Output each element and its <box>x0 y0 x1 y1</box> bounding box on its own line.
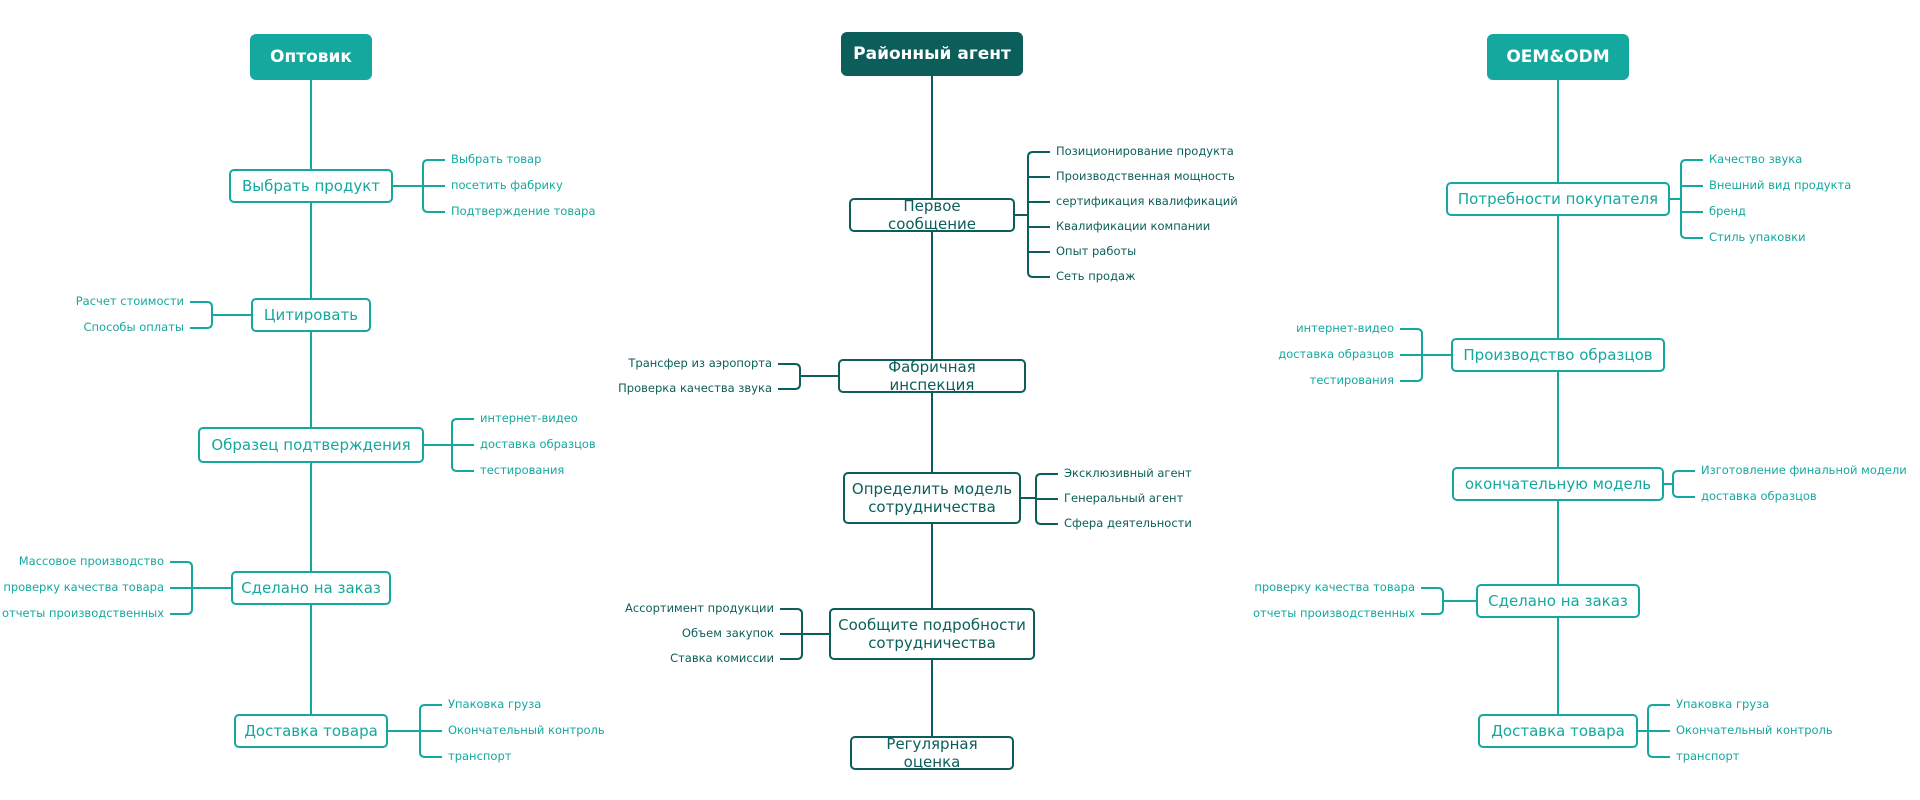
regional-agent-detail-item: Производственная мощность <box>1056 169 1235 183</box>
regional-agent-detail-item: Трансфер из аэропорта <box>628 356 772 370</box>
regional-agent-step-node: Регулярная оценка <box>850 735 1014 771</box>
oem-odm-detail-item: Изготовление финальной модели <box>1701 463 1907 477</box>
oem-odm-header: OEM&ODM <box>1487 34 1629 80</box>
regional-agent-detail-item: Ассортимент продукции <box>625 601 774 615</box>
oem-odm-step-node: Сделано на заказ <box>1476 584 1640 618</box>
regional-agent-bracket-tick <box>780 608 803 615</box>
oem-odm-detail-item: отчеты производственных <box>1252 606 1415 620</box>
oem-odm-detail-item: доставка образцов <box>1278 347 1394 361</box>
regional-agent-detail-item: Ставка комиссии <box>670 651 774 665</box>
oem-odm-bracket-tick <box>1680 232 1703 239</box>
regional-agent-bracket-tick <box>780 653 803 660</box>
wholesale-step-node: Доставка товара <box>234 714 388 748</box>
regional-agent-bracket-tick <box>778 363 801 370</box>
oem-odm-bracket-tick <box>1421 608 1444 615</box>
oem-odm-detail-item: Упаковка груза <box>1676 697 1770 711</box>
wholesale-bracket-tick <box>190 322 213 329</box>
regional-agent-step-node: Первое сообщение <box>849 197 1015 233</box>
oem-odm-detail-item: Стиль упаковки <box>1709 230 1806 244</box>
oem-odm-bracket-tick <box>1680 159 1703 166</box>
wholesale-detail-item: транспорт <box>448 749 512 763</box>
oem-odm-detail-item: проверку качества товара <box>1254 580 1415 594</box>
oem-odm-bracket-tick <box>1400 375 1423 382</box>
regional-agent-detail-item: Сеть продаж <box>1056 269 1136 283</box>
regional-agent-detail-item: Эксклюзивный агент <box>1064 466 1192 480</box>
wholesale-detail-item: тестирования <box>480 463 565 477</box>
wholesale-bracket-tick <box>422 159 445 166</box>
oem-odm-bracket-tick <box>1672 491 1695 498</box>
oem-odm-bracket-tick <box>1647 704 1670 711</box>
regional-agent-detail-item: Позиционирование продукта <box>1056 144 1234 158</box>
oem-odm-bracket-tick <box>1421 587 1444 594</box>
regional-agent-header: Районный агент <box>841 32 1023 76</box>
regional-agent-bracket-tick <box>1035 473 1058 480</box>
oem-odm-step-node: окончательную модель <box>1452 467 1664 501</box>
wholesale-detail-item: Массовое производство <box>18 554 164 568</box>
wholesale-bracket-tick <box>451 465 474 472</box>
oem-odm-detail-item: Качество звука <box>1709 152 1803 166</box>
regional-agent-bracket-tick <box>1035 518 1058 525</box>
regional-agent-detail-item: сертификация квалификаций <box>1056 194 1238 208</box>
oem-odm-detail-item: интернет-видео <box>1296 321 1394 335</box>
wholesale-bracket-tick <box>170 561 193 568</box>
wholesale-detail-item: посетить фабрику <box>451 178 563 192</box>
wholesale-detail-item: доставка образцов <box>480 437 596 451</box>
wholesale-step-node: Выбрать продукт <box>229 169 393 203</box>
regional-agent-detail-item: Квалификации компании <box>1056 219 1211 233</box>
regional-agent-bracket-tick <box>1027 151 1050 158</box>
regional-agent-detail-item: Опыт работы <box>1056 244 1137 258</box>
oem-odm-detail-item: тестирования <box>1309 373 1394 387</box>
regional-agent-detail-item: Генеральный агент <box>1064 491 1184 505</box>
regional-agent-step-node: Фабричная инспекция <box>838 358 1026 394</box>
regional-agent-bracket-tick <box>1027 271 1050 278</box>
wholesale-bracket-tick <box>170 608 193 615</box>
oem-odm-step-node: Производство образцов <box>1451 338 1665 372</box>
wholesale-step-node: Цитировать <box>251 298 371 332</box>
regional-agent-bracket-tick <box>778 383 801 390</box>
wholesale-detail-item: Выбрать товар <box>451 152 542 166</box>
regional-agent-step-node: Сообщите подробности сотрудничества <box>829 608 1035 660</box>
oem-odm-step-node: Потребности покупателя <box>1446 182 1670 216</box>
wholesale-step-node: Образец подтверждения <box>198 427 424 463</box>
wholesale-bracket-tick <box>451 418 474 425</box>
oem-odm-bracket-tick <box>1647 751 1670 758</box>
regional-agent-detail-item: Проверка качества звука <box>618 381 772 395</box>
regional-agent-detail-item: Объем закупок <box>681 626 774 640</box>
wholesale-detail-item: Упаковка груза <box>448 697 542 711</box>
wholesale-bracket-tick <box>422 206 445 213</box>
oem-odm-detail-item: Внешний вид продукта <box>1709 178 1852 192</box>
oem-odm-step-node: Доставка товара <box>1478 714 1638 748</box>
regional-agent-detail-item: Сфера деятельности <box>1064 516 1192 530</box>
wholesale-detail-item: Расчет стоимости <box>75 294 184 308</box>
wholesale-bracket-tick <box>419 704 442 711</box>
regional-agent-step-node: Определить модель сотрудничества <box>843 472 1021 524</box>
wholesale-detail-item: Окончательный контроль <box>448 723 605 737</box>
oem-odm-bracket-tick <box>1672 470 1695 477</box>
wholesale-detail-item: отчеты производственных <box>1 606 164 620</box>
wholesale-detail-item: проверку качества товара <box>3 580 164 594</box>
oem-odm-detail-item: транспорт <box>1676 749 1740 763</box>
wholesale-step-node: Сделано на заказ <box>231 571 391 605</box>
wholesale-detail-item: Подтверждение товара <box>451 204 596 218</box>
wholesale-detail-item: Способы оплаты <box>83 320 184 334</box>
wholesale-bracket-tick <box>190 301 213 308</box>
wholesale-detail-item: интернет-видео <box>480 411 578 425</box>
wholesale-bracket-tick <box>419 751 442 758</box>
oem-odm-detail-item: бренд <box>1709 204 1746 218</box>
oem-odm-detail-item: Окончательный контроль <box>1676 723 1833 737</box>
wholesale-header: Оптовик <box>250 34 372 80</box>
oem-odm-bracket-tick <box>1400 328 1423 335</box>
oem-odm-detail-item: доставка образцов <box>1701 489 1817 503</box>
